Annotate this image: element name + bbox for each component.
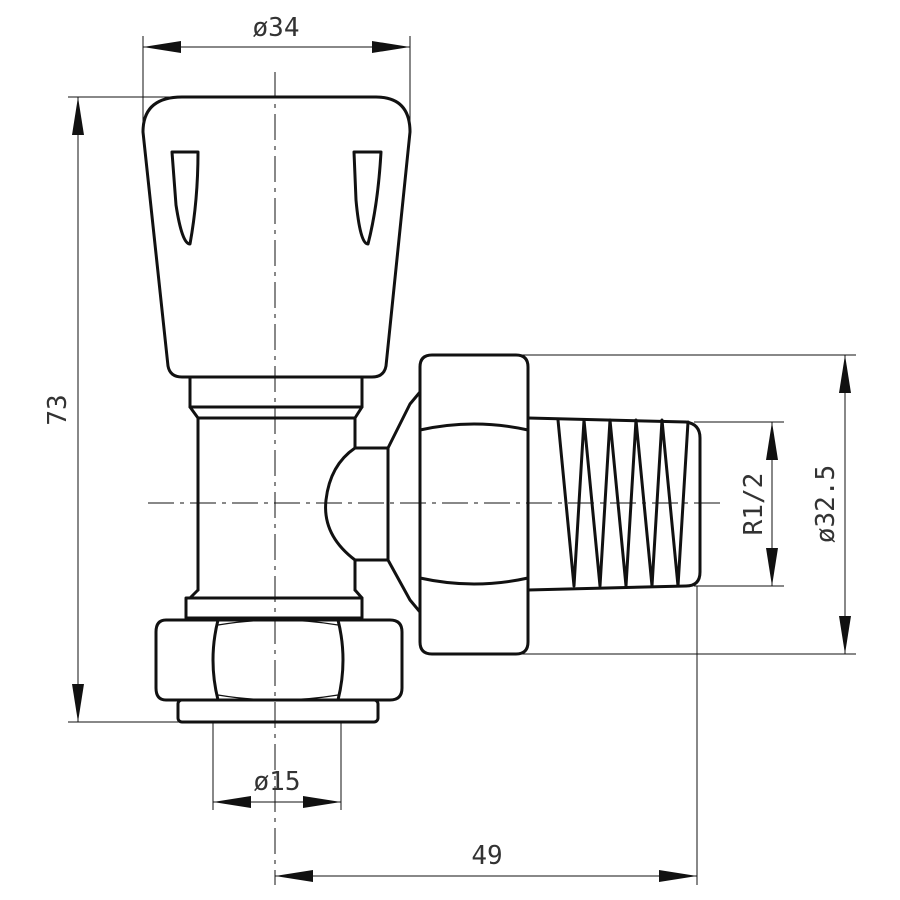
side-boss-dome xyxy=(324,446,390,562)
arrow-thread-top xyxy=(766,422,778,460)
tail-nut-cone xyxy=(386,390,422,614)
label-overall-height: 73 xyxy=(43,394,73,425)
arrow-height-bottom xyxy=(72,684,84,722)
arrow-offset-left xyxy=(275,870,313,882)
label-top-width: ø34 xyxy=(253,13,300,43)
tail-nut-hex-outline xyxy=(418,353,530,656)
label-outlet-diameter: ø32.5 xyxy=(811,465,841,543)
compression-nut-flat-right xyxy=(336,618,345,702)
compression-nut xyxy=(154,618,404,724)
compression-nut-chamfer-top xyxy=(217,619,339,626)
valve-handle xyxy=(141,95,412,379)
center-lines xyxy=(148,72,722,885)
dimension-lines xyxy=(72,41,851,882)
arrow-offset-right xyxy=(659,870,697,882)
arrow-thread-bottom xyxy=(766,548,778,586)
collar-neck xyxy=(188,405,364,420)
arrow-top-width-right xyxy=(372,41,410,53)
handle-grip-slot-right xyxy=(352,150,383,246)
olive-ring xyxy=(176,698,380,724)
label-thread-size: R1/2 xyxy=(739,473,769,536)
handle-cap-outline xyxy=(141,95,412,379)
tail-nut xyxy=(386,353,530,656)
label-offset-length: 49 xyxy=(471,841,502,871)
threaded-tail xyxy=(526,416,702,592)
arrow-top-width-left xyxy=(143,41,181,53)
handle-grip-slot-left xyxy=(170,150,200,246)
compression-nut-outline xyxy=(154,618,404,702)
arrow-pipe-left xyxy=(213,796,251,808)
compression-nut-flat-left xyxy=(211,618,220,702)
spindle-collar xyxy=(188,375,364,409)
lower-collar xyxy=(184,596,364,620)
thread-outline xyxy=(526,416,702,592)
arrow-outlet-bottom xyxy=(839,616,851,654)
tail-nut-flat-top xyxy=(418,422,530,432)
arrow-height-top xyxy=(72,97,84,135)
label-pipe-diameter: ø15 xyxy=(254,767,301,797)
extension-lines xyxy=(68,36,856,885)
dimension-labels: ø34 73 R1/2 ø32.5 ø15 49 xyxy=(43,13,841,871)
arrow-outlet-top xyxy=(839,355,851,393)
thread-helix xyxy=(556,418,690,588)
arrow-pipe-right xyxy=(303,796,341,808)
tail-nut-flat-bottom xyxy=(418,576,530,586)
valve-body xyxy=(184,375,390,620)
